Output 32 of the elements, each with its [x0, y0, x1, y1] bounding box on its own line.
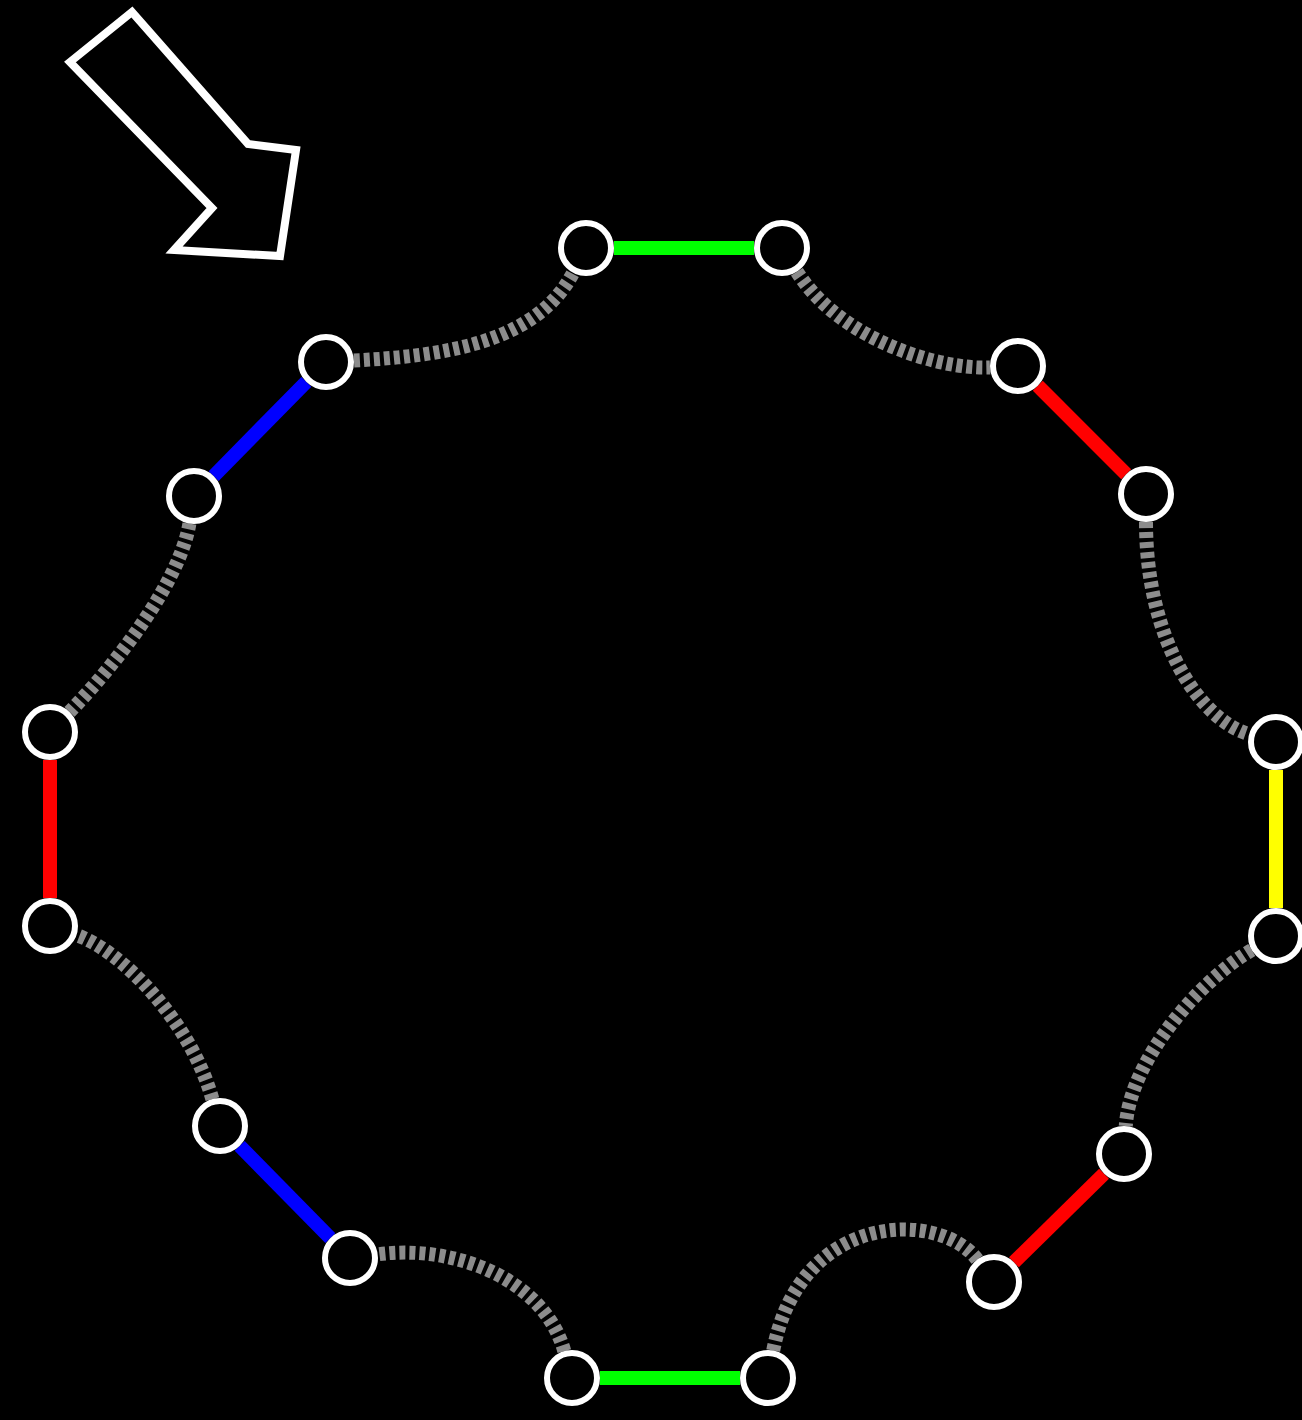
node-circle [544, 1350, 600, 1406]
dashed-connector [73, 928, 219, 1102]
connector-line [1009, 1168, 1109, 1268]
node-circle [966, 1254, 1022, 1310]
node-circle [740, 1350, 796, 1406]
node-circle [754, 220, 810, 276]
connector-line [43, 760, 57, 898]
connector-line [600, 1371, 740, 1385]
node-circle [1118, 466, 1174, 522]
connector-line [1032, 380, 1132, 480]
node-circle [166, 468, 222, 524]
dashed-connector [1139, 521, 1252, 741]
node-circle [298, 334, 354, 390]
node-circle [1248, 908, 1302, 964]
dashed-connector [791, 267, 991, 375]
dashed-connector [353, 269, 579, 368]
connector-line [208, 377, 312, 481]
connector-line [614, 241, 754, 255]
node-circle [22, 704, 78, 760]
node-circle [1248, 714, 1302, 770]
connector-line [1269, 770, 1283, 908]
connector-line [234, 1141, 336, 1243]
dashed-connector [377, 1245, 571, 1354]
node-circle [192, 1098, 248, 1154]
dashed-connector [64, 522, 197, 717]
node-circle [22, 898, 78, 954]
node-circle [558, 220, 614, 276]
node-circle [1096, 1126, 1152, 1182]
node-circle [990, 338, 1046, 394]
node-circle [322, 1230, 378, 1286]
dashed-connector [766, 1222, 983, 1353]
dashed-connector [1118, 944, 1256, 1128]
